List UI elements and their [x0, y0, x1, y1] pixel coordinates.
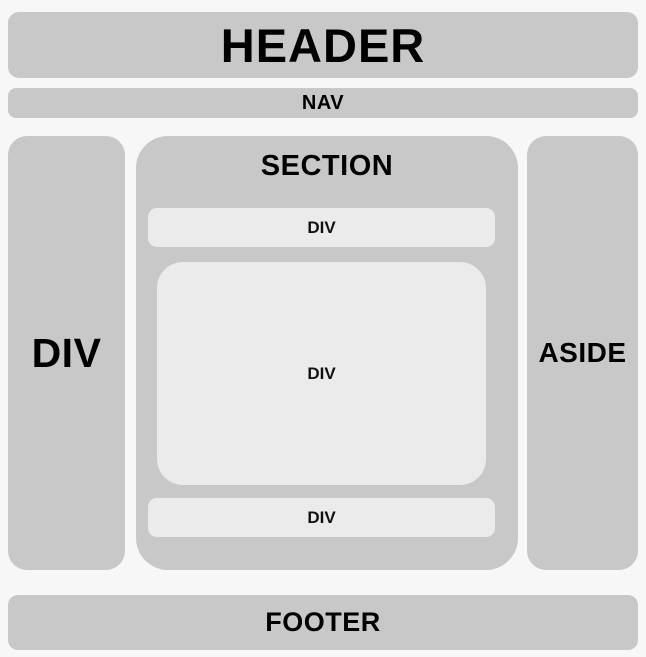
- header-block: HEADER: [8, 12, 638, 78]
- section-child-div-main: DIV: [157, 262, 486, 485]
- section-child-div-main-label: DIV: [307, 363, 336, 383]
- section-label: SECTION: [260, 150, 394, 182]
- section-child-div-top-label: DIV: [307, 217, 336, 237]
- section-child-div-top: DIV: [148, 208, 495, 247]
- aside-block: ASIDE: [527, 136, 638, 570]
- section-child-div-bottom-label: DIV: [307, 507, 336, 527]
- footer-label: FOOTER: [265, 607, 381, 637]
- aside-label: ASIDE: [538, 337, 627, 368]
- footer-block: FOOTER: [8, 595, 638, 650]
- section-child-div-bottom: DIV: [148, 498, 495, 537]
- left-div-label: DIV: [31, 329, 102, 376]
- header-label: HEADER: [220, 18, 426, 72]
- nav-block: NAV: [8, 88, 638, 118]
- nav-label: NAV: [301, 92, 345, 114]
- left-div-block: DIV: [8, 136, 125, 570]
